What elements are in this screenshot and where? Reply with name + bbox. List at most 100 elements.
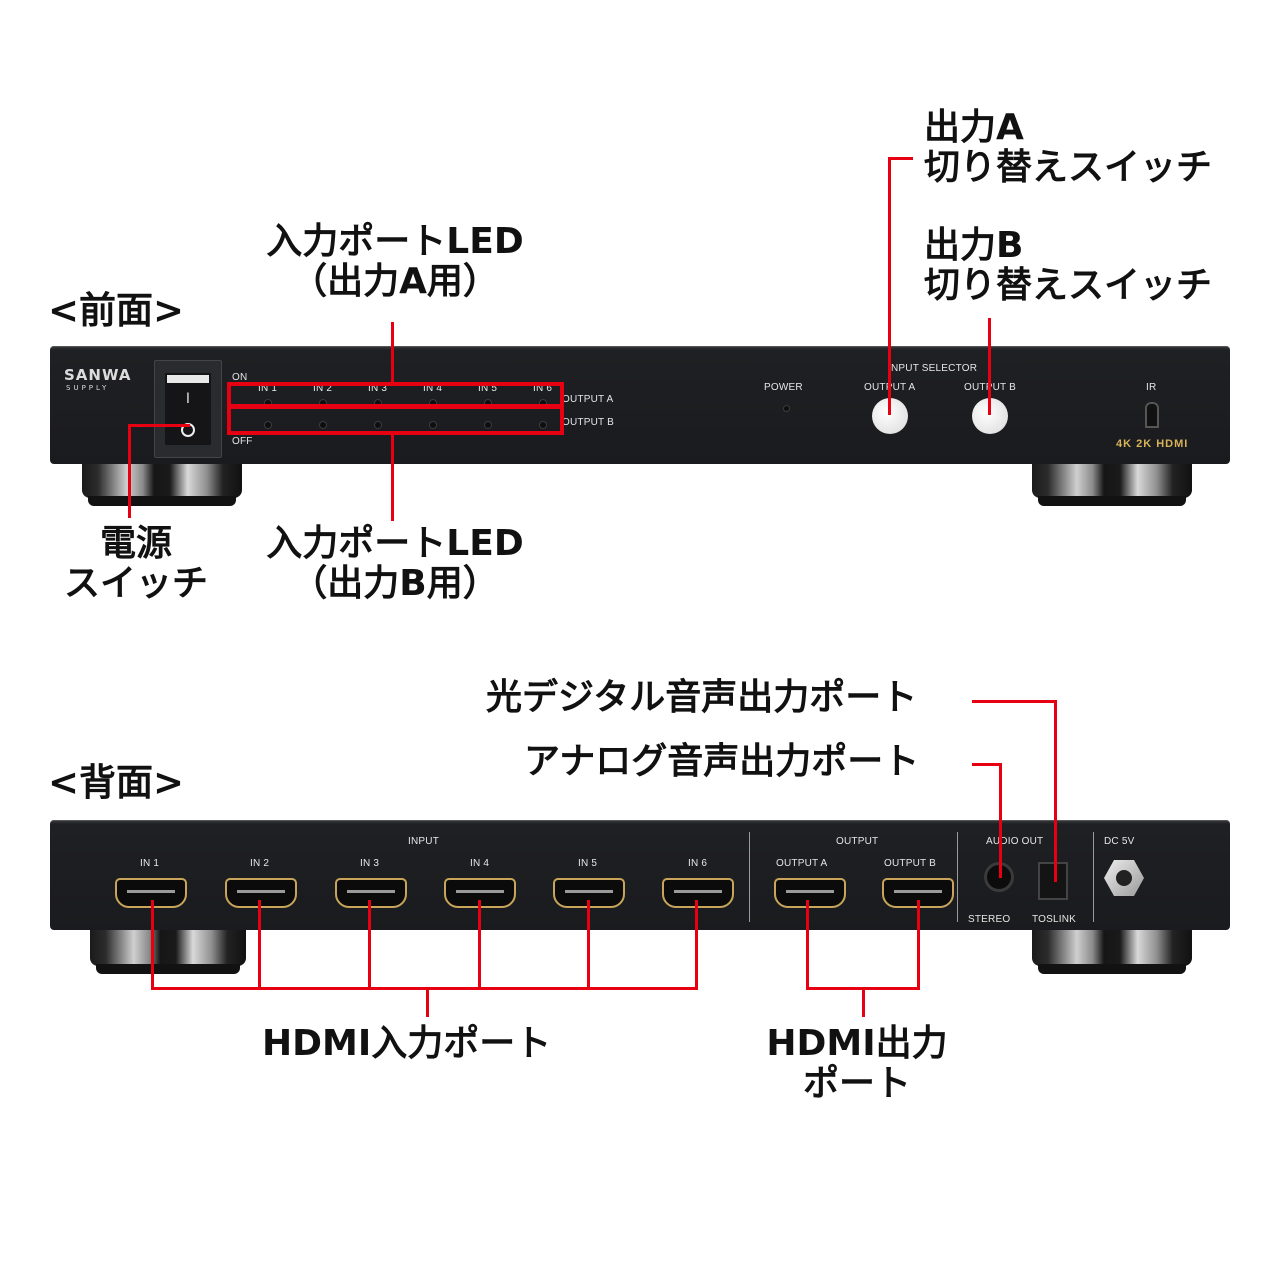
bracket-in1 bbox=[151, 900, 154, 990]
hdmi-in-5-label: IN 5 bbox=[578, 858, 598, 869]
led-b-in6 bbox=[540, 422, 546, 428]
power-led bbox=[784, 406, 789, 411]
ir-label: IR bbox=[1146, 382, 1157, 393]
hdmi-in-2-port[interactable] bbox=[225, 878, 297, 908]
callout-switch-a: 出力A 切り替えスイッチ bbox=[924, 107, 1213, 189]
callout-hdmi-out-line1: HDMI出力 bbox=[766, 1023, 948, 1064]
hdmi-in-4-label: IN 4 bbox=[470, 858, 490, 869]
power-label: POWER bbox=[764, 382, 803, 393]
led-a-in5 bbox=[485, 400, 491, 406]
back-left-foot bbox=[90, 926, 246, 974]
toslink-port[interactable] bbox=[1038, 862, 1068, 900]
led-row-b-highlight bbox=[227, 405, 564, 435]
hdmi-in-6-label: IN 6 bbox=[688, 858, 708, 869]
power-rocker-switch[interactable]: I bbox=[154, 360, 222, 458]
led-in-3-label: IN 3 bbox=[368, 383, 388, 394]
hdmi-in-2-label: IN 2 bbox=[250, 858, 270, 869]
on-label: ON bbox=[232, 372, 248, 383]
led-a-in2 bbox=[320, 400, 326, 406]
callout-line-switch-a-h bbox=[888, 157, 913, 160]
callout-line-switch-a-v bbox=[888, 157, 891, 415]
bracket-in2 bbox=[258, 900, 261, 990]
hdmi-out-b-label: OUTPUT B bbox=[884, 858, 936, 869]
callout-line-led-a bbox=[391, 322, 394, 384]
front-left-foot bbox=[82, 462, 242, 506]
led-a-in4 bbox=[430, 400, 436, 406]
led-a-in6 bbox=[540, 400, 546, 406]
bracket-in6 bbox=[695, 900, 698, 990]
audio-out-label: AUDIO OUT bbox=[986, 836, 1044, 847]
led-b-in5 bbox=[485, 422, 491, 428]
callout-switch-a-line1: 出力A bbox=[924, 107, 1024, 148]
divider-output-audio bbox=[957, 832, 958, 922]
led-in-4-label: IN 4 bbox=[423, 383, 443, 394]
front-right-foot bbox=[1032, 462, 1192, 506]
bracket-in5 bbox=[587, 900, 590, 990]
rocker-face: I bbox=[165, 373, 211, 445]
callout-hdmi-out: HDMI出力 ポート bbox=[752, 1023, 962, 1105]
callout-led-output-a: 入力ポートLED （出力A用） bbox=[250, 221, 540, 303]
divider-input-output bbox=[749, 832, 750, 922]
back-right-foot bbox=[1032, 926, 1192, 974]
off-label: OFF bbox=[232, 436, 253, 447]
bracket-in-base bbox=[151, 987, 698, 990]
4k2k-hdmi-badge: 4K 2K HDMI bbox=[1116, 438, 1189, 450]
hdmi-out-a-label: OUTPUT A bbox=[776, 858, 828, 869]
bracket-in3 bbox=[368, 900, 371, 990]
sanwa-logo-sub: SUPPLY bbox=[66, 384, 110, 392]
front-section-label: <前面> bbox=[48, 289, 185, 332]
led-b-in2 bbox=[320, 422, 326, 428]
callout-power-line1: 電源 bbox=[99, 523, 172, 564]
callout-line-optical-h bbox=[972, 700, 1056, 703]
led-a-in3 bbox=[375, 400, 381, 406]
callout-line-analog-h bbox=[972, 763, 1001, 766]
callout-line-power-h bbox=[128, 424, 190, 427]
led-b-in1 bbox=[265, 422, 271, 428]
callout-power-line2: スイッチ bbox=[63, 563, 208, 605]
led-in-6-label: IN 6 bbox=[533, 383, 553, 394]
back-section-label: <背面> bbox=[48, 761, 185, 804]
callout-line-led-b bbox=[391, 433, 394, 521]
hdmi-out-a-port[interactable] bbox=[774, 878, 846, 908]
callout-line-analog-v bbox=[999, 763, 1002, 878]
toslink-label: TOSLINK bbox=[1032, 914, 1077, 925]
rocker-on-symbol: I bbox=[185, 391, 191, 407]
callout-switch-b-line1: 出力B bbox=[924, 225, 1024, 266]
back-panel: INPUT IN 1 IN 2 IN 3 IN 4 IN 5 IN 6 OUTP… bbox=[50, 820, 1230, 930]
callout-line-switch-b bbox=[988, 318, 991, 415]
row-output-b-label: OUTPUT B bbox=[562, 417, 614, 428]
callout-led-a-line2: （出力A用） bbox=[291, 261, 499, 303]
rocker-highlight bbox=[167, 375, 209, 383]
callout-analog-audio: アナログ音声出力ポート bbox=[524, 741, 920, 782]
hdmi-in-3-port[interactable] bbox=[335, 878, 407, 908]
row-output-a-label: OUTPUT A bbox=[562, 394, 614, 405]
callout-switch-a-line2: 切り替えスイッチ bbox=[924, 147, 1213, 189]
divider-audio-dc bbox=[1093, 832, 1094, 922]
bracket-out-stem bbox=[862, 987, 865, 1017]
led-a-in1 bbox=[265, 400, 271, 406]
callout-power-switch: 電源 スイッチ bbox=[62, 523, 210, 605]
dc-5v-label: DC 5V bbox=[1104, 836, 1135, 847]
callout-switch-b: 出力B 切り替えスイッチ bbox=[924, 225, 1213, 307]
sanwa-logo: SANWA bbox=[64, 366, 132, 384]
led-b-in4 bbox=[430, 422, 436, 428]
led-b-in3 bbox=[375, 422, 381, 428]
stereo-label: STEREO bbox=[968, 914, 1011, 925]
bracket-in-stem bbox=[426, 987, 429, 1017]
led-in-1-label: IN 1 bbox=[258, 383, 278, 394]
led-in-5-label: IN 5 bbox=[478, 383, 498, 394]
bracket-in4 bbox=[478, 900, 481, 990]
input-selector-label: INPUT SELECTOR bbox=[888, 363, 978, 374]
hdmi-in-6-port[interactable] bbox=[662, 878, 734, 908]
callout-led-a-line1: 入力ポートLED bbox=[266, 221, 524, 262]
callout-switch-b-line2: 切り替えスイッチ bbox=[924, 265, 1213, 307]
dc-jack-hole bbox=[1116, 870, 1132, 886]
ir-receiver-icon bbox=[1145, 402, 1159, 428]
callout-hdmi-out-line2: ポート bbox=[802, 1063, 911, 1105]
callout-line-optical-v bbox=[1054, 700, 1057, 882]
dc-power-jack[interactable] bbox=[1104, 860, 1144, 896]
callout-led-output-b: 入力ポートLED （出力B用） bbox=[250, 523, 540, 605]
callout-led-b-line1: 入力ポートLED bbox=[266, 523, 524, 564]
input-group-label: INPUT bbox=[408, 836, 439, 847]
hdmi-in-3-label: IN 3 bbox=[360, 858, 380, 869]
